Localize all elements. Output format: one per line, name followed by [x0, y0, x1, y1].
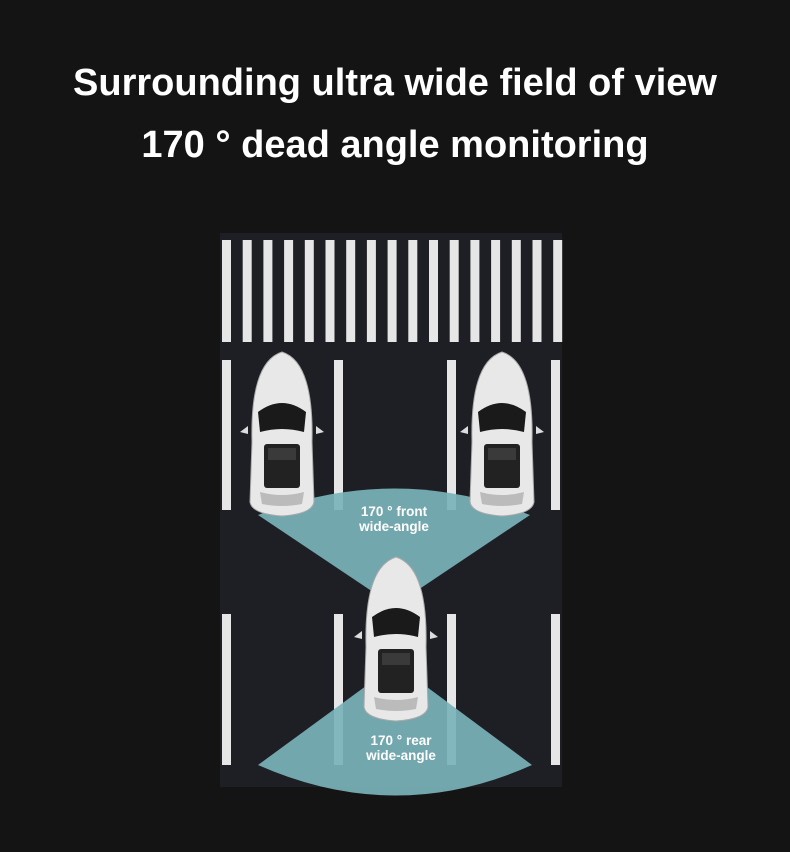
crosswalk-stripe — [491, 240, 501, 342]
parking-line — [334, 614, 343, 765]
parking-line — [447, 360, 456, 510]
parking-line — [447, 614, 456, 765]
rear-label-line-2: wide-angle — [365, 748, 436, 763]
crosswalk-stripe — [242, 240, 252, 342]
parking-line — [334, 360, 343, 510]
crosswalk — [222, 240, 563, 342]
crosswalk-stripe — [263, 240, 273, 342]
headline-line-1: Surrounding ultra wide field of view — [73, 62, 717, 104]
front-label-line-2: wide-angle — [358, 519, 429, 534]
crosswalk-stripe — [346, 240, 356, 342]
crosswalk-stripe — [429, 240, 438, 342]
crosswalk-stripe — [222, 240, 231, 342]
parking-lines — [222, 360, 560, 765]
crosswalk-stripe — [284, 240, 294, 342]
rear-label-line-1: 170 ° rear — [371, 733, 433, 748]
crosswalk-stripe — [408, 240, 418, 342]
crosswalk-stripe — [470, 240, 480, 342]
parking-line — [222, 614, 231, 765]
crosswalk-stripe — [532, 240, 542, 342]
crosswalk-stripe — [553, 240, 563, 342]
crosswalk-stripe — [449, 240, 459, 342]
parking-line — [551, 614, 560, 765]
rear-view-cone — [258, 664, 532, 796]
crosswalk-stripe — [325, 240, 335, 342]
crosswalk-stripe — [387, 240, 397, 342]
headline-line-2: 170 ° dead angle monitoring — [141, 124, 649, 166]
crosswalk-stripe — [511, 240, 521, 342]
parking-line — [551, 360, 560, 510]
front-view-cone — [258, 488, 530, 606]
front-label-line-1: 170 ° front — [361, 504, 428, 519]
crosswalk-stripe — [304, 240, 314, 342]
parking-line — [222, 360, 231, 510]
crosswalk-stripe — [366, 240, 376, 342]
